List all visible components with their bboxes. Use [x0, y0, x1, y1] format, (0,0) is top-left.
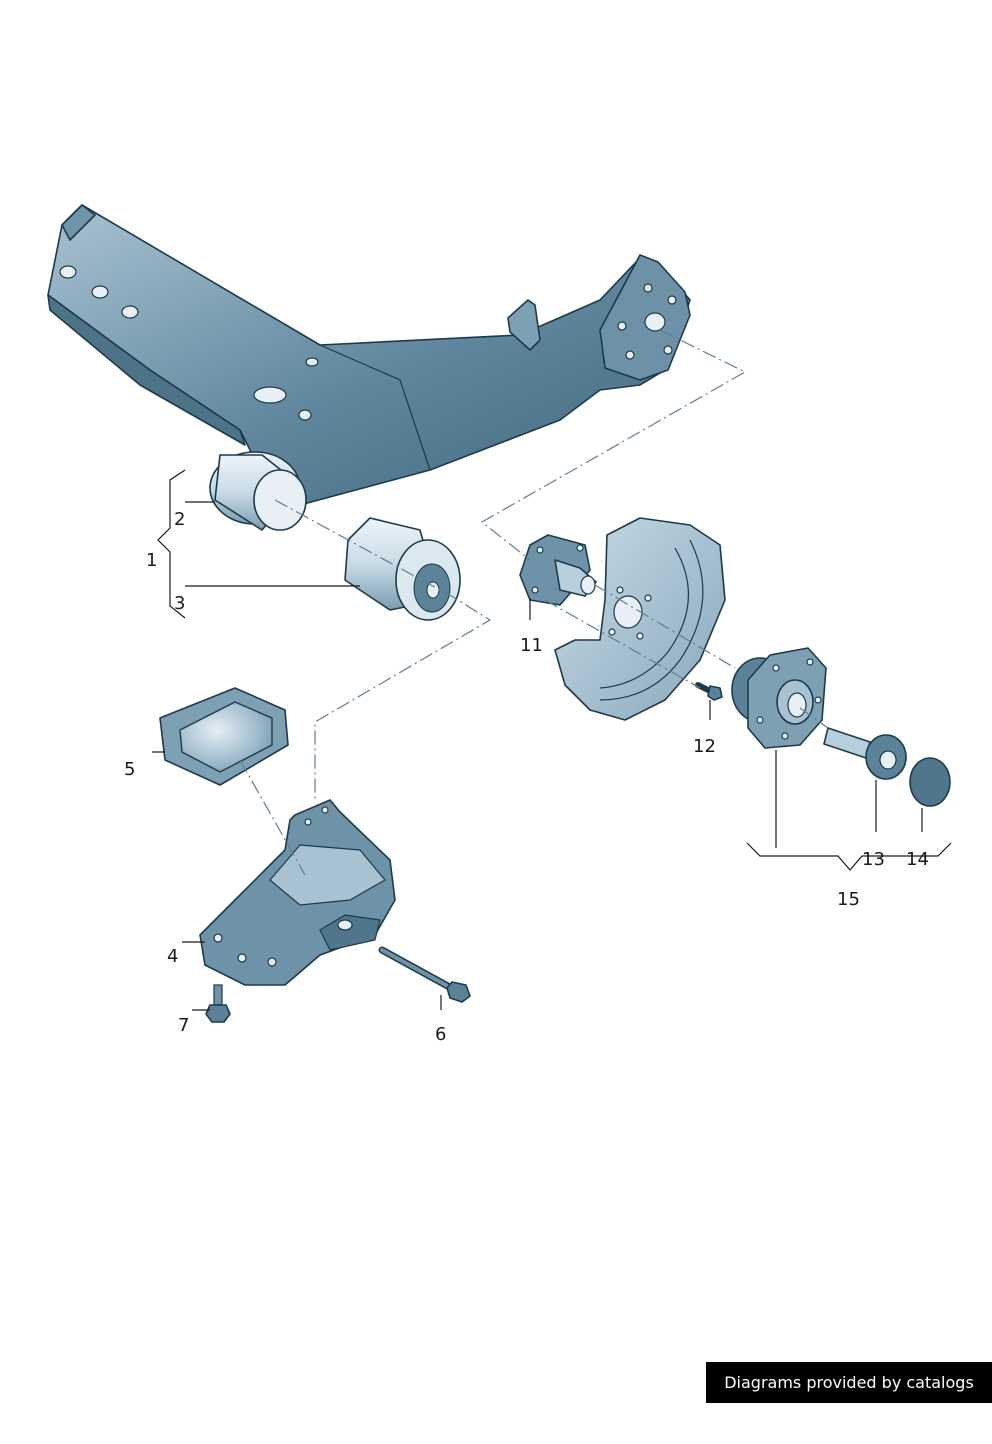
assembly-lines	[239, 329, 829, 876]
rear-axle-beam	[47, 204, 691, 531]
callout-labels: 1 2 3 4 5 6 7 11 12 13 14 15	[124, 509, 929, 1045]
diagram-credit-banner: Diagrams provided by catalogs parts	[706, 1362, 992, 1433]
wheel-hub	[731, 647, 827, 749]
beam-hole	[305, 357, 319, 367]
hub-cap	[909, 757, 951, 807]
callout-3: 3	[174, 593, 185, 614]
callout-12: 12	[693, 736, 716, 757]
hex-bolt-long	[378, 946, 471, 1003]
hex-bolt-short	[205, 984, 231, 1023]
rubber-stop-pad	[159, 687, 289, 786]
stub-axle	[519, 534, 597, 606]
callout-15: 15	[837, 889, 860, 910]
beam-bracket	[507, 299, 541, 351]
beam-hole	[253, 386, 287, 404]
callout-1: 1	[146, 550, 157, 571]
shield-bolt	[695, 682, 723, 701]
beam-hole	[59, 265, 77, 279]
leader-lines	[152, 469, 952, 1011]
callout-7: 7	[178, 1015, 189, 1036]
callout-6: 6	[435, 1024, 446, 1045]
callout-14: 14	[906, 849, 929, 870]
callout-13: 13	[862, 849, 885, 870]
callout-11: 11	[520, 635, 543, 656]
beam-hole	[91, 285, 109, 299]
beam-hole	[298, 409, 312, 421]
beam-hole	[121, 305, 139, 319]
callout-4: 4	[167, 946, 178, 967]
mounting-bracket	[199, 799, 396, 986]
hub-bolt	[823, 727, 907, 780]
beam-flange-plate	[599, 254, 691, 381]
callout-2: 2	[174, 509, 185, 530]
exploded-parts-diagram: 1 2 3 4 5 6 7 11 12 13 14 15	[47, 204, 952, 1045]
callout-5: 5	[124, 759, 135, 780]
brake-splash-shield	[554, 517, 726, 721]
